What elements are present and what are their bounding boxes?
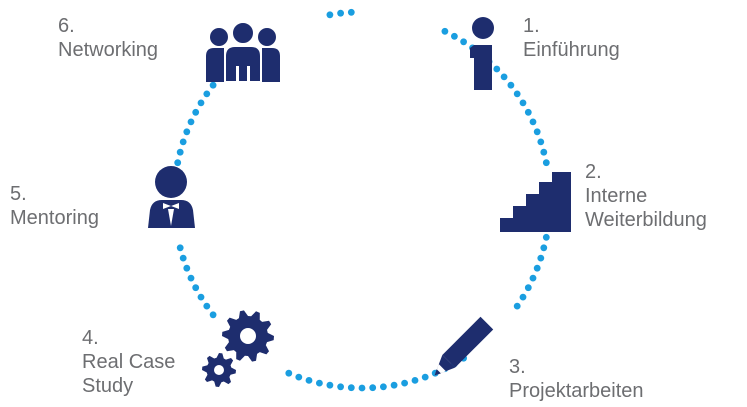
cycle-dot <box>519 293 527 301</box>
cycle-dot <box>540 244 548 252</box>
mentor-person-icon <box>148 166 195 228</box>
step-5-label: 5. Mentoring <box>10 182 99 230</box>
gear-small-icon <box>202 353 236 387</box>
cycle-dot <box>192 284 200 292</box>
step-2-title-line-2: Weiterbildung <box>585 209 707 231</box>
step-4-number: 4. <box>82 327 99 349</box>
step-5-title: Mentoring <box>10 207 99 229</box>
step-5-number: 5. <box>10 183 27 205</box>
cycle-dot <box>533 128 541 136</box>
step-2-label: 2. Interne Weiterbildung <box>585 160 707 232</box>
cycle-dot <box>209 311 217 319</box>
step-6-title: Networking <box>58 39 159 61</box>
cycle-dot <box>347 384 355 392</box>
info-person-icon <box>470 17 494 90</box>
cycle-dot <box>542 233 550 241</box>
cycle-dot <box>347 8 355 16</box>
cycle-dot <box>390 381 398 389</box>
cycle-dot <box>411 377 419 384</box>
step-1-title: Einführung <box>523 39 620 61</box>
cycle-dot <box>513 302 521 310</box>
cycle-dot <box>316 379 323 387</box>
cycle-dot <box>369 384 377 392</box>
gear-large-icon <box>222 310 274 362</box>
cycle-dot <box>197 99 205 107</box>
cycle-dot <box>337 383 344 391</box>
cycle-dot <box>295 373 303 381</box>
cycle-dot <box>192 108 200 116</box>
cycle-dot <box>203 90 211 98</box>
cycle-dot <box>533 264 541 272</box>
cycle-dot <box>187 274 195 282</box>
stairs-icon <box>500 172 571 232</box>
gears-icon <box>202 310 274 387</box>
cycle-dot <box>285 369 293 377</box>
step-2-title-line-1: Interne <box>585 185 648 207</box>
cycle-dot <box>537 254 545 262</box>
cycle-dot <box>540 148 548 156</box>
cycle-dot <box>542 159 550 167</box>
step-2-number: 2. <box>585 161 602 183</box>
step-6-label: 6. Networking <box>58 14 158 62</box>
cycle-dot <box>179 138 187 146</box>
cycle-dot <box>421 373 429 381</box>
cycle-dot <box>179 254 187 262</box>
group-people-icon <box>206 21 280 83</box>
step-1-label: 1. Einführung <box>523 14 620 62</box>
pencil-icon <box>434 316 494 376</box>
cycle-dot <box>305 377 313 384</box>
step-3-label: 3. Projektarbeiten <box>509 355 644 403</box>
cycle-dot <box>183 128 191 136</box>
cycle-dot <box>187 118 195 126</box>
step-4-title-line-2: Study <box>82 375 134 397</box>
step-3-title: Projektarbeiten <box>509 380 644 402</box>
cycle-dot <box>537 138 545 146</box>
cycle-dot <box>203 302 211 310</box>
cycle-dot <box>507 81 515 89</box>
cycle-dot <box>401 379 408 387</box>
cycle-dot <box>441 27 449 35</box>
cycle-dot <box>493 65 501 73</box>
cycle-dot <box>337 9 344 17</box>
cycle-dot <box>529 118 537 126</box>
step-1-number: 1. <box>523 15 540 37</box>
cycle-dot <box>500 73 508 81</box>
cycle-dot <box>176 244 184 252</box>
cycle-dot <box>451 32 458 40</box>
cycle-dot <box>529 274 537 282</box>
step-6-number: 6. <box>58 15 75 37</box>
cycle-dot <box>524 108 532 116</box>
cycle-dot <box>209 81 217 89</box>
cycle-dot <box>358 384 366 392</box>
step-4-label: 4. Real Case Study <box>82 326 175 398</box>
cycle-dot <box>197 293 205 301</box>
step-4-title-line-1: Real Case <box>82 351 176 373</box>
cycle-dot <box>513 90 521 98</box>
cycle-dot <box>326 381 334 389</box>
cycle-dot <box>524 284 532 292</box>
cycle-dot <box>174 159 182 167</box>
cycle-dot <box>183 264 191 272</box>
cycle-dot <box>176 148 184 156</box>
cycle-dot <box>519 99 527 107</box>
cycle-dot <box>326 11 334 19</box>
cycle-dot <box>460 38 467 46</box>
cycle-dot <box>380 383 387 391</box>
step-3-number: 3. <box>509 356 526 378</box>
